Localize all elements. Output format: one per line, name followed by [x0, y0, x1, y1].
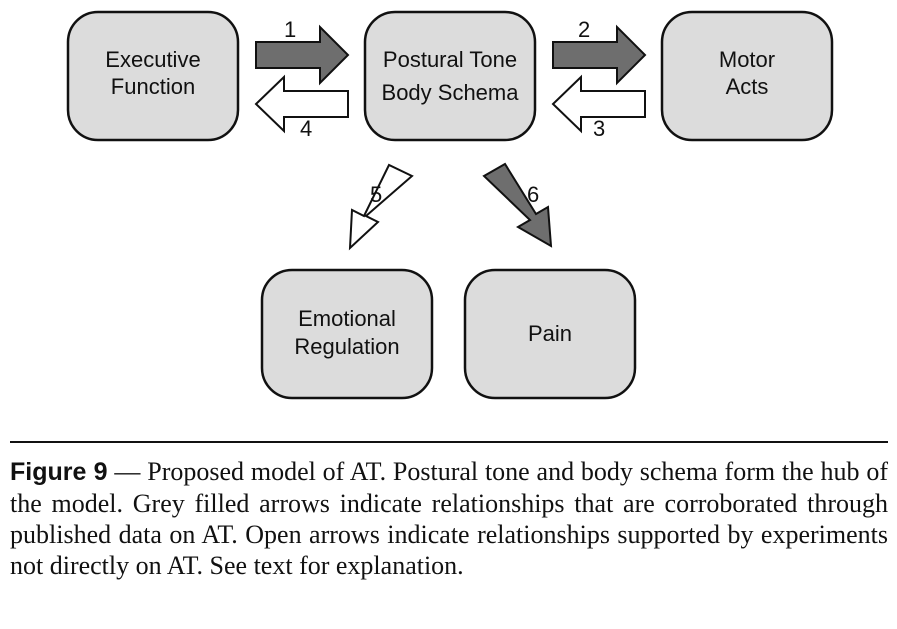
arrow-1-label: 1	[284, 17, 296, 42]
node-postural-tone-line2: Body Schema	[382, 80, 520, 105]
node-emotional-regulation-line2: Regulation	[294, 334, 399, 359]
arrow-5-label: 5	[370, 182, 382, 207]
node-emotional-regulation-line1: Emotional	[298, 306, 396, 331]
arrow-4-label: 4	[300, 116, 312, 141]
arrow-4: 4	[254, 74, 349, 141]
arrow-6-label: 6	[527, 182, 539, 207]
arrow-5: 5	[348, 163, 414, 251]
node-executive-function-line1: Executive	[105, 47, 200, 72]
node-motor-acts-line2: Acts	[726, 74, 769, 99]
model-diagram: Executive Function Postural Tone Body Sc…	[66, 10, 834, 400]
figure-caption-text: — Proposed model of AT. Postural tone an…	[10, 457, 888, 580]
figure-label: Figure 9	[10, 458, 108, 486]
node-motor-acts: Motor Acts	[660, 10, 834, 142]
node-motor-acts-line1: Motor	[719, 47, 775, 72]
node-executive-function: Executive Function	[66, 10, 240, 142]
node-executive-function-line2: Function	[111, 74, 195, 99]
arrow-2-label: 2	[578, 17, 590, 42]
arrow-3-label: 3	[593, 116, 605, 141]
node-postural-tone-line1: Postural Tone	[383, 47, 517, 72]
node-pain-label: Pain	[528, 321, 572, 346]
arrow-2: 2	[552, 17, 647, 86]
node-pain: Pain	[463, 268, 637, 400]
node-postural-tone-body-schema: Postural Tone Body Schema	[363, 10, 537, 142]
caption-divider	[10, 441, 888, 443]
figure-caption: Figure 9 — Proposed model of AT. Postura…	[10, 456, 888, 581]
node-emotional-regulation: Emotional Regulation	[260, 268, 434, 400]
arrow-1: 1	[255, 17, 350, 86]
arrow-6: 6	[482, 162, 553, 248]
arrow-3: 3	[551, 74, 646, 141]
